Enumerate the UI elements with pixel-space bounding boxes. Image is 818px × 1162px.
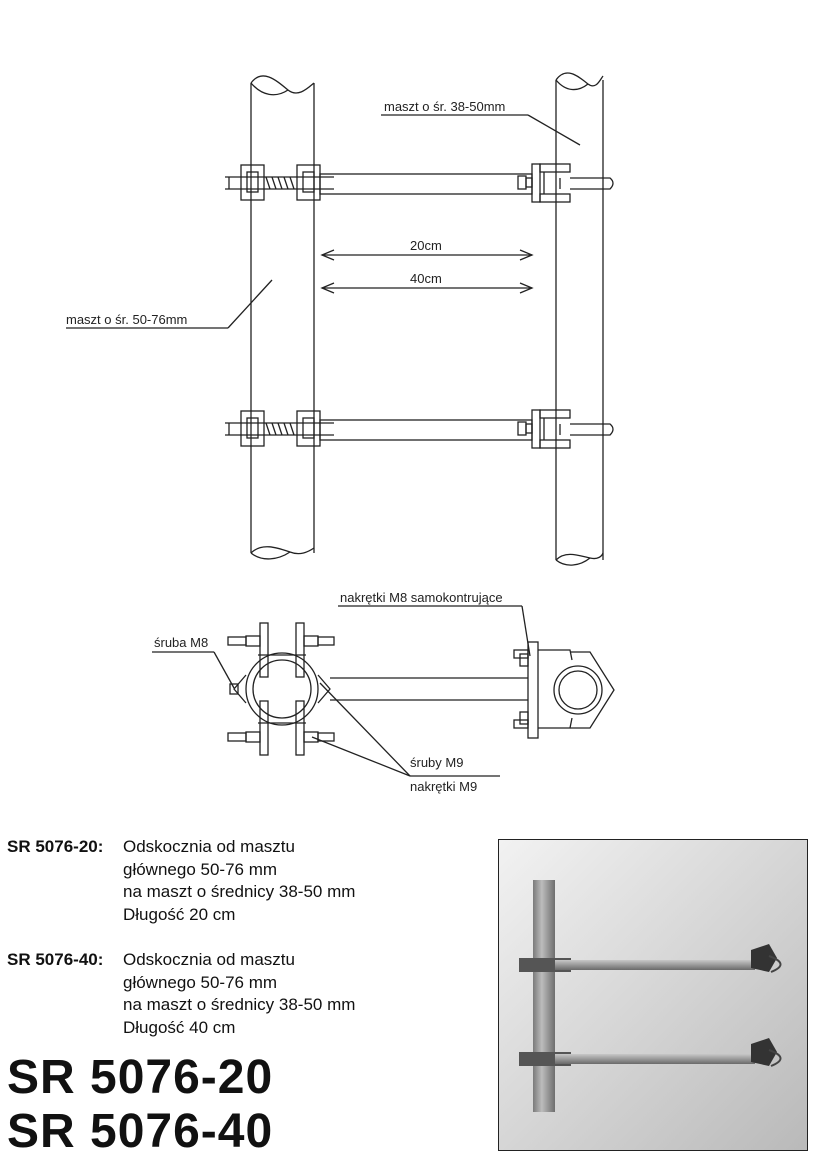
- upper-arm: [225, 163, 614, 203]
- product-photo: [498, 839, 808, 1151]
- large-mast: [250, 75, 315, 560]
- nuts-m9-label: nakrętki M9: [410, 779, 477, 794]
- spec-line: na maszt o średnicy 38-50 mm: [123, 882, 356, 901]
- lock-nuts-label: nakrętki M8 samokontrujące: [340, 590, 503, 605]
- spec-line: Odskocznia od masztu: [123, 837, 295, 856]
- spec-line: na maszt o średnicy 38-50 mm: [123, 995, 356, 1014]
- spec-line: Odskocznia od masztu: [123, 950, 295, 969]
- spec-line: głównego 50-76 mm: [123, 859, 278, 879]
- spec-code: SR 5076-40:: [7, 950, 104, 969]
- small-mast: [555, 72, 604, 566]
- spec-code: SR 5076-20:: [7, 837, 104, 856]
- spec-line: Długość 40 cm: [123, 1017, 236, 1037]
- bolt-m8-label: śruba M8: [154, 635, 208, 650]
- technical-drawing: maszt o śr. 38-50mm maszt o śr. 50-76mm …: [66, 72, 615, 794]
- spec-line: Długość 20 cm: [123, 904, 236, 924]
- dimension-40-label: 40cm: [410, 271, 442, 286]
- dimension-20-label: 20cm: [410, 238, 442, 253]
- lower-arm: [225, 409, 614, 449]
- large-mast-label: maszt o śr. 50-76mm: [66, 312, 187, 327]
- bolts-m9-label: śruby M9: [410, 755, 463, 770]
- spec-line: głównego 50-76 mm: [123, 972, 278, 992]
- product-photo-image: [499, 840, 807, 1150]
- product-title-40: SR 5076-40: [7, 1105, 274, 1158]
- cross-section: [152, 605, 615, 777]
- small-mast-label: maszt o śr. 38-50mm: [384, 99, 505, 114]
- dimension-lines: [320, 249, 534, 294]
- product-title-20: SR 5076-20: [7, 1051, 274, 1104]
